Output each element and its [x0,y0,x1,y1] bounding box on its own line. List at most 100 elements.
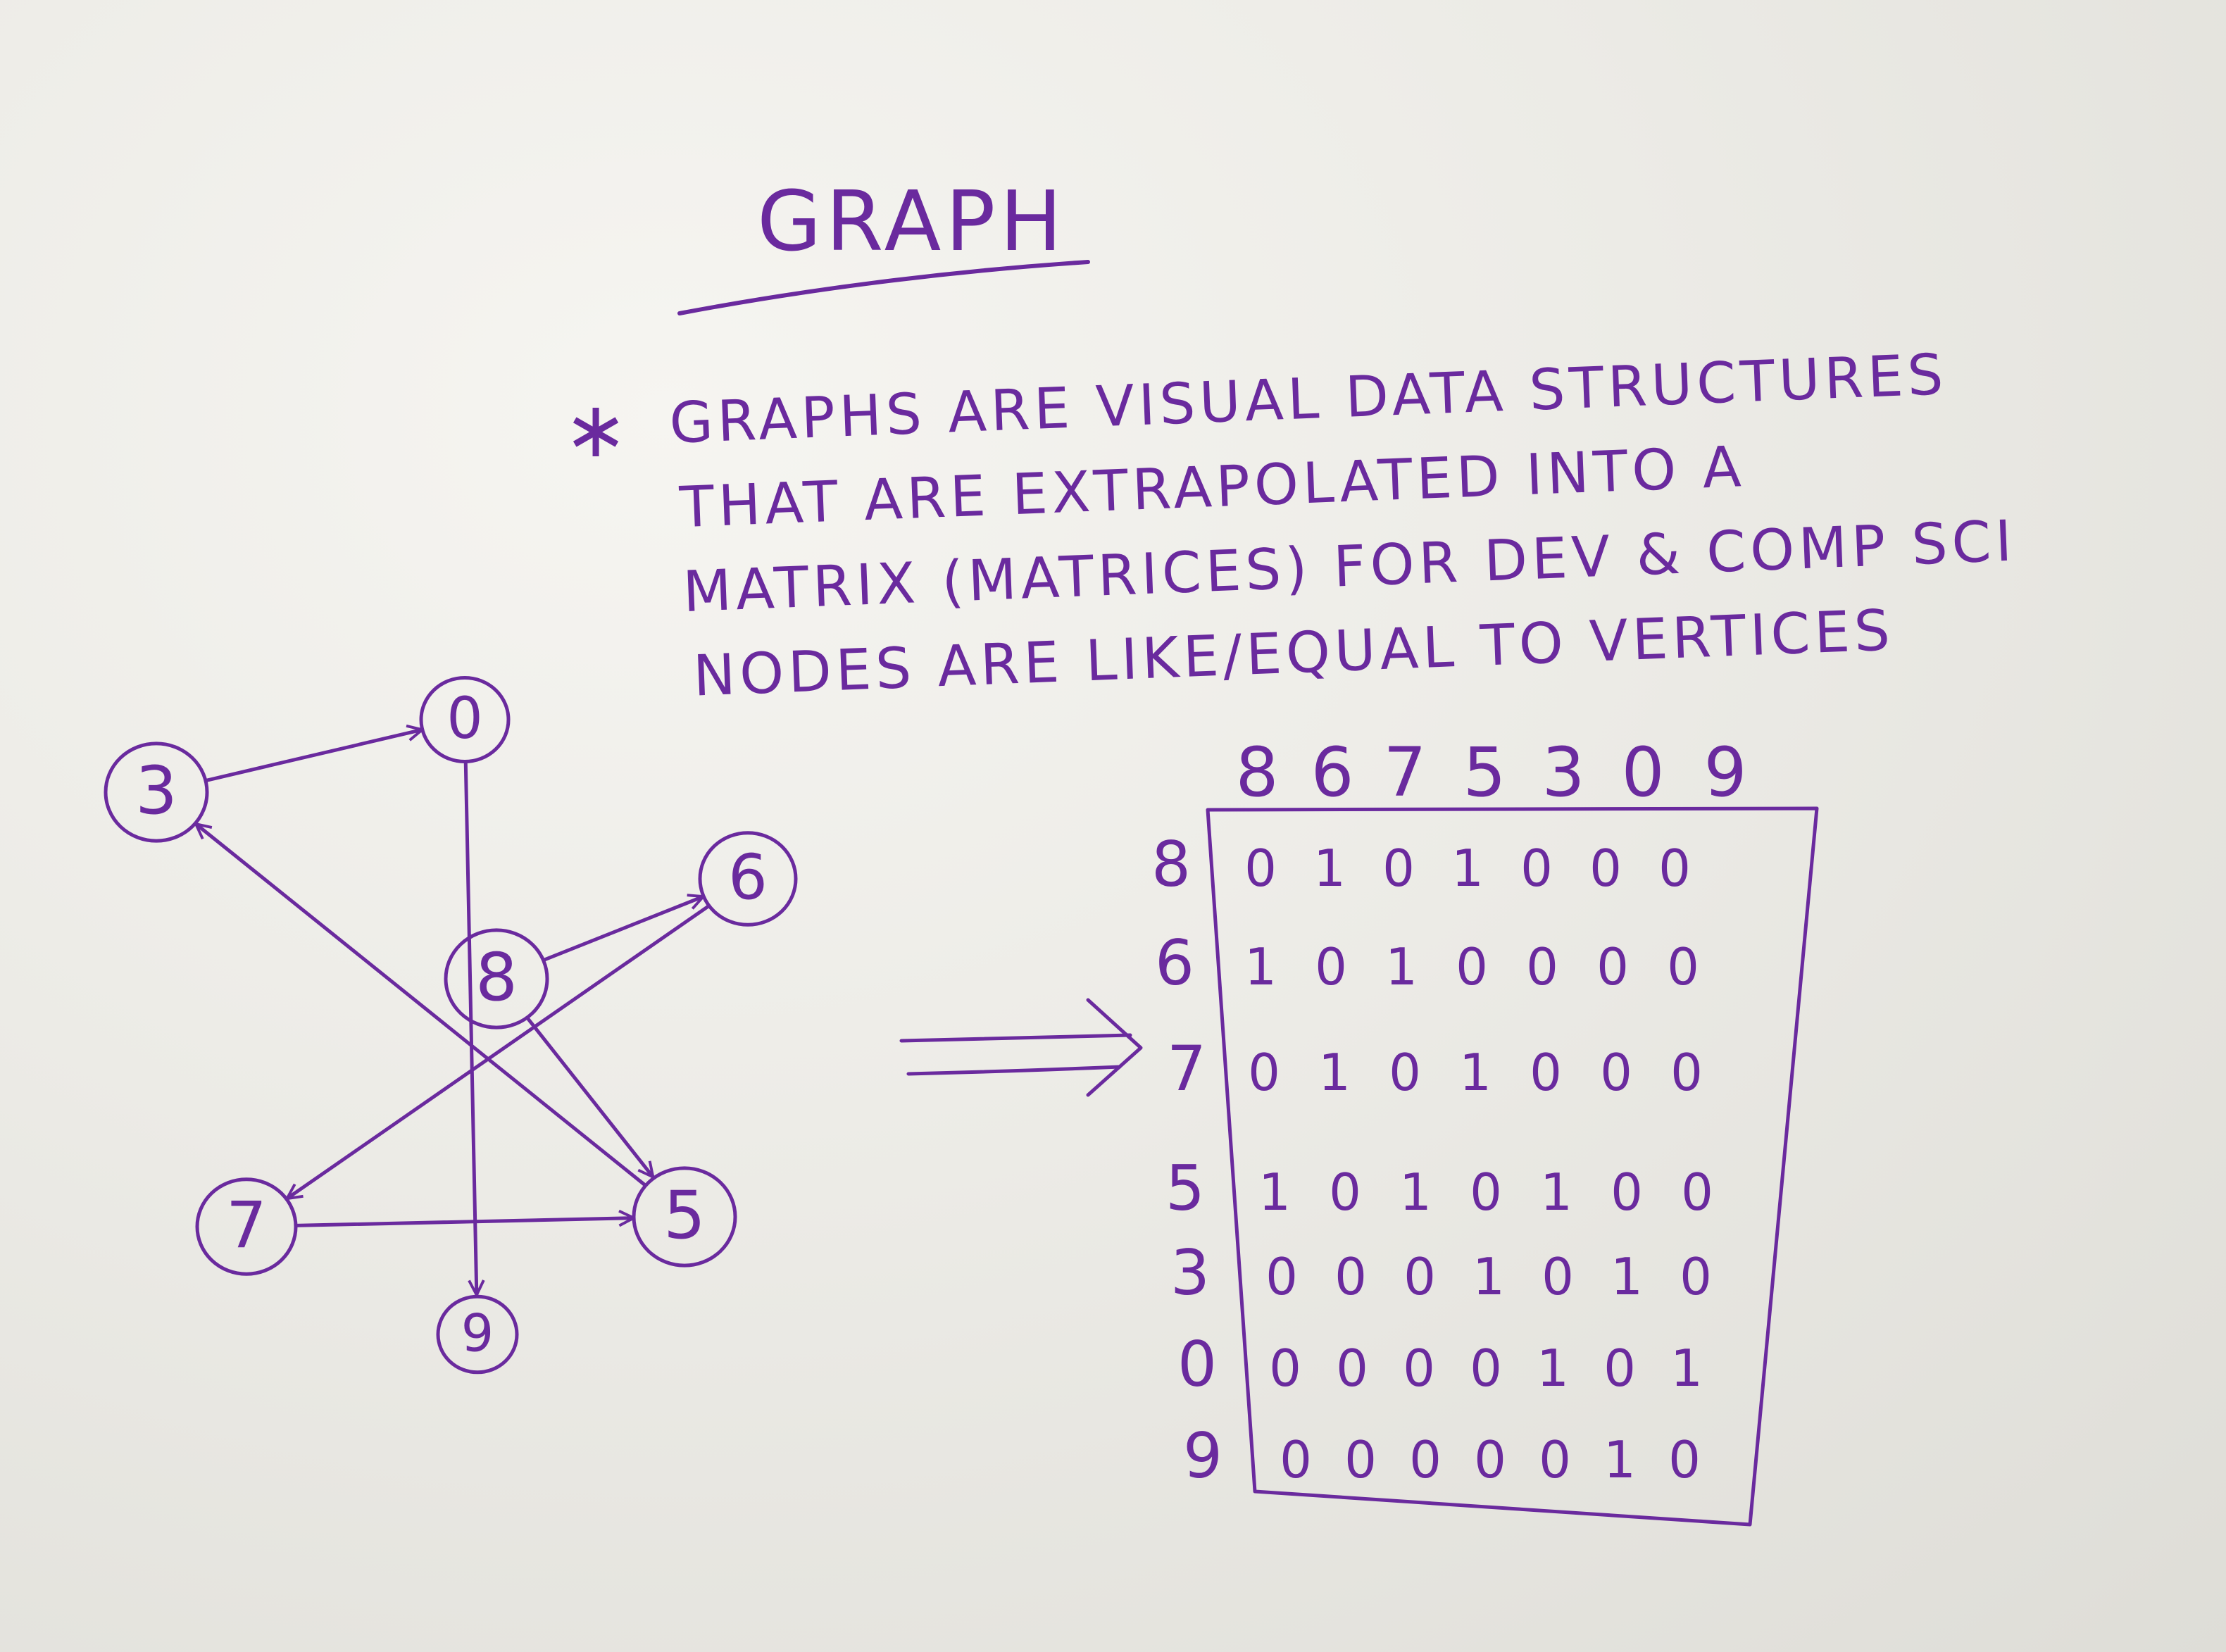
graph-edge-8-5 [526,1016,654,1177]
graph-edge-8-6 [542,896,704,962]
graph-edge-6-7 [287,904,711,1201]
matrix-cell: 0 [1403,1247,1436,1306]
graph-edge-7-5 [294,1218,634,1227]
matrix-cell: 0 [1526,937,1558,996]
matrix-row-header: 7 [1167,1032,1206,1105]
matrix-cell: 0 [1670,1043,1703,1102]
matrix-cell: 0 [1667,937,1699,996]
graph-node-label: 6 [728,841,768,914]
matrix-cell: 0 [1265,1247,1298,1306]
matrix-cell: 0 [1382,839,1415,898]
matrix-cell: 1 [1399,1163,1432,1222]
matrix-cell: 1 [1611,1247,1643,1306]
matrix-row-header: 6 [1155,927,1194,999]
graph-node-6: 6 [698,831,798,927]
graph-node-circle [698,831,798,927]
matrix-cell: 1 [1540,1163,1572,1222]
matrix-cell: 0 [1539,1430,1571,1489]
graph-node-9: 9 [436,1294,519,1375]
matrix-cell: 0 [1658,839,1691,898]
graph-node-label: 9 [461,1304,494,1364]
bullet-star-icon: ∗ [563,384,632,475]
matrix-cell: 0 [1474,1430,1506,1489]
graph-node-circle [632,1166,737,1268]
matrix-cell: 0 [1315,937,1347,996]
graph-edge-0-9 [463,761,477,1295]
graph-node-label: 7 [226,1189,267,1263]
matrix-cell: 0 [1542,1247,1574,1306]
matrix-cell: 1 [1258,1163,1291,1222]
matrix-cell: 0 [1334,1247,1367,1306]
matrix-cell: 0 [1600,1043,1632,1102]
graph-node-3: 3 [104,741,209,843]
graph-node-8: 8 [444,928,549,1030]
graph-node-label: 0 [446,686,483,752]
matrix-cell: 0 [1389,1043,1421,1102]
matrix-cell: 1 [1459,1043,1492,1102]
graph-node-circle [104,741,209,843]
matrix-cell: 0 [1603,1339,1636,1398]
matrix-cell: 0 [1470,1163,1502,1222]
matrix-cell: 1 [1313,839,1346,898]
note-title: GRAPH [757,173,1066,270]
matrix-cell: 1 [1244,937,1277,996]
matrix-frame [1206,806,1819,1527]
matrix-cell: 0 [1470,1339,1502,1398]
matrix-cell: 0 [1280,1430,1312,1489]
graph-node-7: 7 [195,1177,298,1276]
matrix-cell: 1 [1537,1339,1569,1398]
matrix-row-header: 8 [1151,828,1191,901]
matrix-row-header: 5 [1165,1152,1205,1225]
matrix-cell: 0 [1329,1163,1361,1222]
graph-node-5: 5 [632,1166,737,1268]
double-arrow-icon [899,998,1143,1097]
graph-node-circle [436,1294,519,1375]
matrix-row-header: 9 [1183,1420,1223,1492]
matrix-cell: 0 [1596,937,1629,996]
matrix-cell: 0 [1668,1430,1701,1489]
graph-node-label: 3 [135,753,177,830]
graph-node-circle [195,1177,298,1276]
matrix-cell: 1 [1670,1339,1703,1398]
graph-node-label: 5 [663,1177,706,1254]
matrix-cell: 0 [1409,1430,1442,1489]
matrix-cell: 0 [1403,1339,1435,1398]
matrix-cell: 0 [1520,839,1553,898]
matrix-cell: 1 [1603,1430,1636,1489]
matrix-row-header: 3 [1170,1237,1210,1309]
graph-edge-3-0 [204,730,423,783]
matrix-cell: 0 [1344,1430,1377,1489]
description-lines: GRAPHS ARE VISUAL DATA STRUCTURES THAT A… [668,342,2018,709]
graph-node-0: 0 [419,675,511,764]
matrix-cell: 1 [1472,1247,1505,1306]
matrix-column-header: 7 [1383,733,1426,812]
graph-node-circle [444,928,549,1030]
matrix-column-header: 0 [1621,733,1664,812]
matrix-cell: 0 [1248,1043,1280,1102]
graph-edges [196,730,711,1295]
matrix-column-header: 5 [1463,733,1506,812]
matrix-cell: 1 [1451,839,1484,898]
matrix-cell: 0 [1589,839,1622,898]
matrix-column-header: 6 [1311,733,1353,812]
matrix-cell: 1 [1385,937,1418,996]
graph-nodes: 3 0 6 8 7 5 9 [104,675,798,1375]
matrix-cell: 0 [1611,1163,1643,1222]
graph-node-label: 8 [475,939,518,1016]
matrix-column-header: 3 [1542,733,1584,812]
matrix-cell: 0 [1336,1339,1368,1398]
matrix-cell: 0 [1456,937,1488,996]
graph-edge-5-3 [196,824,647,1187]
title-underline [677,260,1090,315]
matrix-cell: 0 [1244,839,1277,898]
matrix-cell: 0 [1681,1163,1713,1222]
graph-node-circle [419,675,511,764]
matrix-cell: 0 [1530,1043,1562,1102]
description-line: GRAPHS ARE VISUAL DATA STRUCTURES [668,342,1949,456]
matrix-column-header: 9 [1703,733,1746,812]
matrix-cell: 0 [1680,1247,1712,1306]
matrix-cell: 0 [1269,1339,1301,1398]
